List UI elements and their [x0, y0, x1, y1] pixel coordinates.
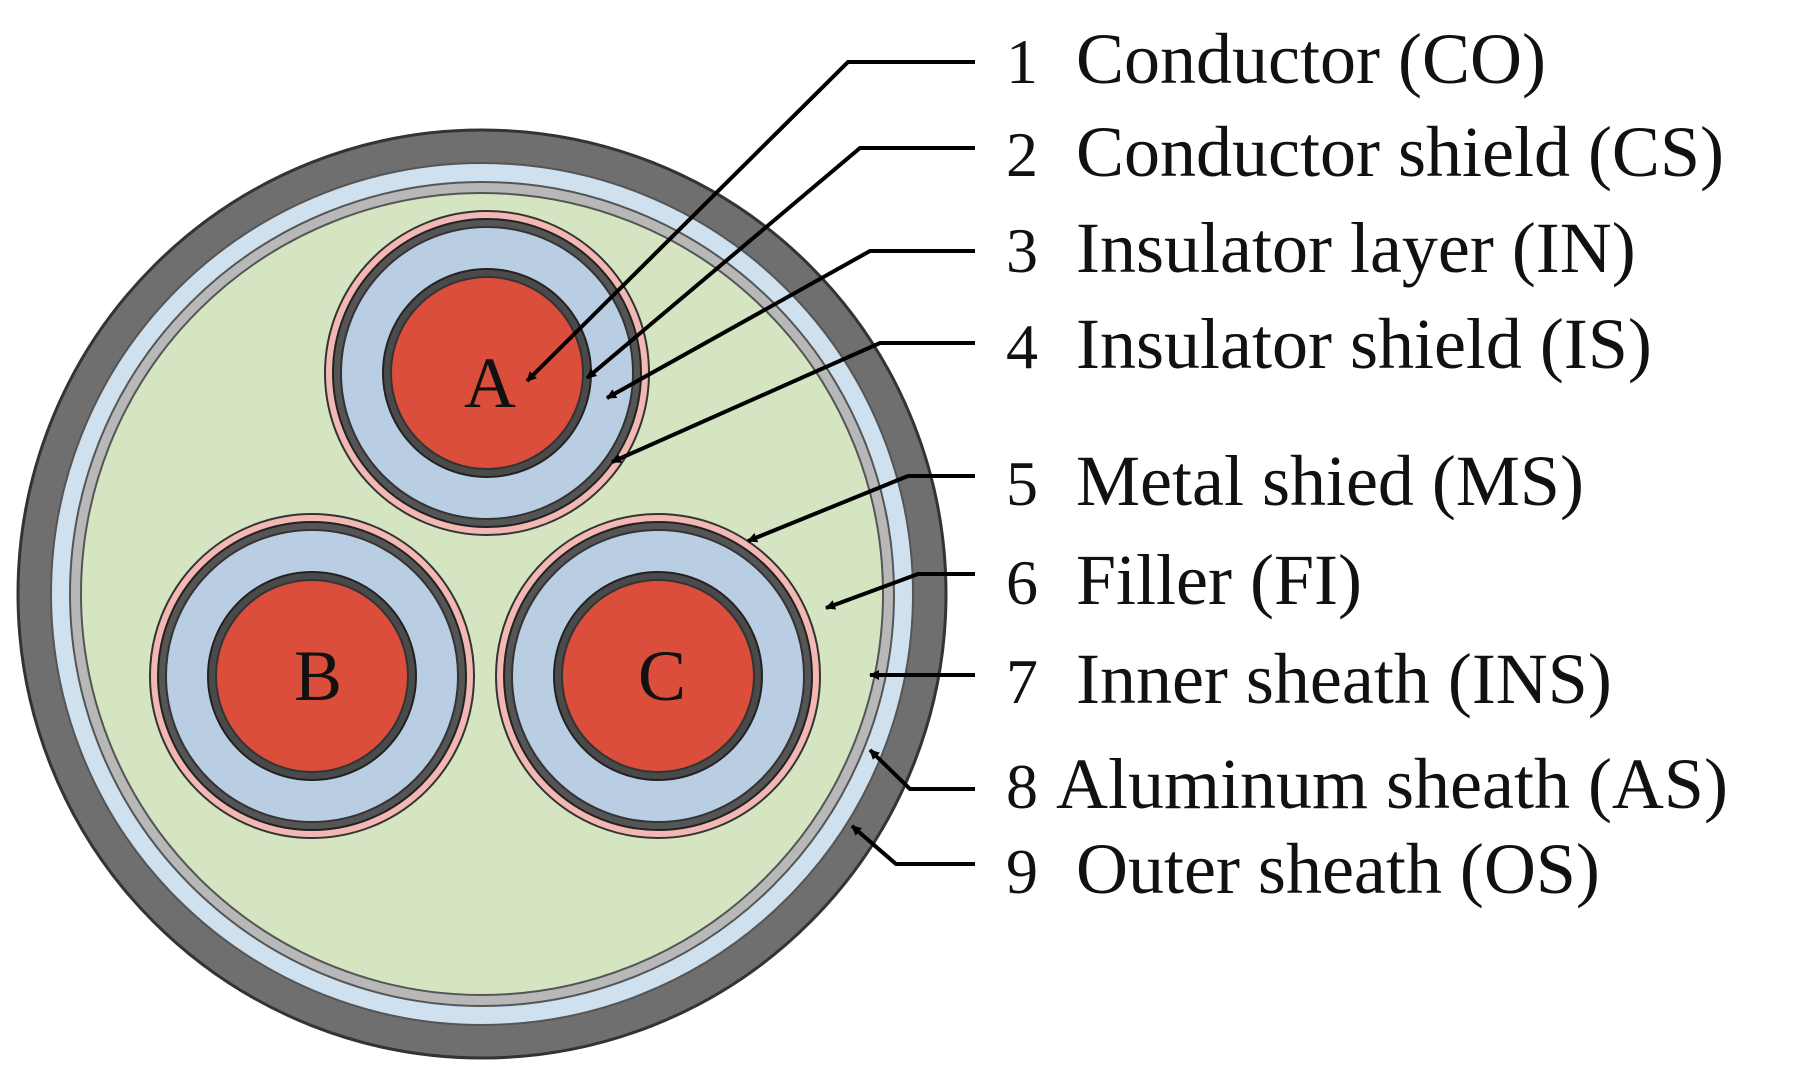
legend-label-7: Inner sheath (INS): [1076, 639, 1612, 719]
legend-number-3: 3: [1006, 215, 1038, 286]
legend-label-5: Metal shied (MS): [1076, 441, 1584, 521]
leader-line-8: [868, 748, 975, 791]
legend-number-9: 9: [1006, 836, 1038, 907]
legend-number-1: 1: [1006, 26, 1038, 97]
core-label-c: C: [638, 636, 686, 716]
legend-label-9: Outer sheath (OS): [1076, 829, 1600, 909]
leader-line-1: [525, 60, 975, 383]
legend: 1 Conductor (CO) 2 Conductor shield (CS)…: [1006, 19, 1728, 909]
legend-label-8: Aluminum sheath (AS): [1056, 744, 1728, 824]
leader-line-3: [606, 249, 975, 400]
conductor: [561, 579, 755, 773]
legend-number-5: 5: [1006, 448, 1038, 519]
legend-label-4: Insulator shield (IS): [1076, 304, 1652, 384]
legend-number-7: 7: [1006, 646, 1038, 717]
legend-number-2: 2: [1006, 119, 1038, 190]
legend-label-2: Conductor shield (CS): [1076, 112, 1724, 192]
legend-number-6: 6: [1006, 547, 1038, 618]
core-b: B: [149, 513, 475, 839]
core-label-b: B: [294, 636, 342, 716]
core-label-a: A: [464, 343, 516, 423]
conductor: [215, 579, 409, 773]
core-c: C: [495, 513, 821, 839]
core-a: A: [324, 210, 650, 536]
legend-number-4: 4: [1006, 311, 1038, 382]
leader-line-5: [747, 474, 975, 543]
legend-label-3: Insulator layer (IN): [1076, 208, 1636, 288]
legend-label-1: Conductor (CO): [1076, 19, 1546, 99]
legend-label-6: Filler (FI): [1076, 540, 1362, 620]
legend-number-8: 8: [1006, 751, 1038, 822]
leader-line-9: [850, 824, 975, 866]
leader-lines: [525, 60, 975, 866]
leader-line-2: [585, 146, 975, 380]
leader-line-4: [611, 341, 975, 464]
conductor: [390, 276, 584, 470]
leader-line-6: [825, 572, 975, 610]
